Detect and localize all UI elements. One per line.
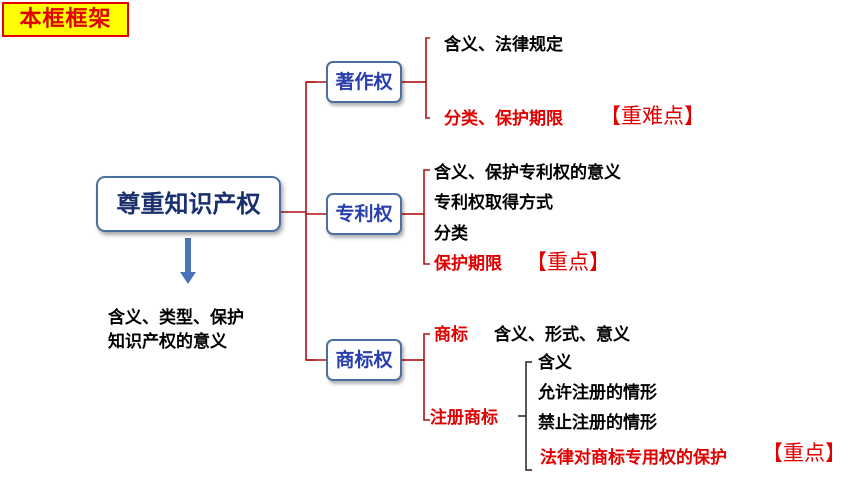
patent-key-tag: 【重点】 (526, 250, 610, 274)
branch-copyright: 著作权 (326, 61, 402, 103)
patent-item-2: 专利权取得方式 (434, 193, 553, 213)
patent-item-3: 分类 (434, 224, 468, 244)
registered-key-tag: 【重点】 (762, 441, 846, 465)
registered-item-3: 禁止注册的情形 (538, 413, 657, 433)
patent-item-4: 保护期限 (434, 254, 502, 274)
branch-patent: 专利权 (326, 193, 402, 235)
branch-trunk (305, 81, 316, 361)
registered-trademark-bracket (525, 361, 532, 471)
registered-trademark-label: 注册商标 (430, 408, 498, 428)
down-arrow-icon (180, 238, 196, 284)
registered-item-2: 允许注册的情形 (538, 383, 657, 403)
copyright-bracket (425, 37, 430, 119)
root-meaning: 含义、类型、保护 知识产权的意义 (108, 306, 298, 354)
copyright-key-tag: 【重难点】 (600, 104, 705, 128)
registered-item-1: 含义 (538, 353, 572, 373)
trademark-sub-label: 商标 (434, 325, 468, 345)
patent-item-1: 含义、保护专利权的意义 (434, 163, 621, 183)
registered-item-4: 法律对商标专用权的保护 (540, 448, 727, 468)
root-node: 尊重知识产权 (96, 176, 281, 232)
section-title: 本框框架 (2, 2, 129, 37)
copyright-item-1: 含义、法律规定 (444, 35, 563, 55)
trademark-bracket (423, 333, 430, 421)
branch-trademark: 商标权 (326, 339, 402, 381)
root-meaning-line2: 知识产权的意义 (108, 332, 227, 352)
patent-bracket (423, 169, 430, 265)
root-meaning-line1: 含义、类型、保护 (108, 308, 244, 328)
copyright-item-2: 分类、保护期限 (444, 109, 563, 129)
trademark-sub-detail: 含义、形式、意义 (494, 325, 630, 345)
